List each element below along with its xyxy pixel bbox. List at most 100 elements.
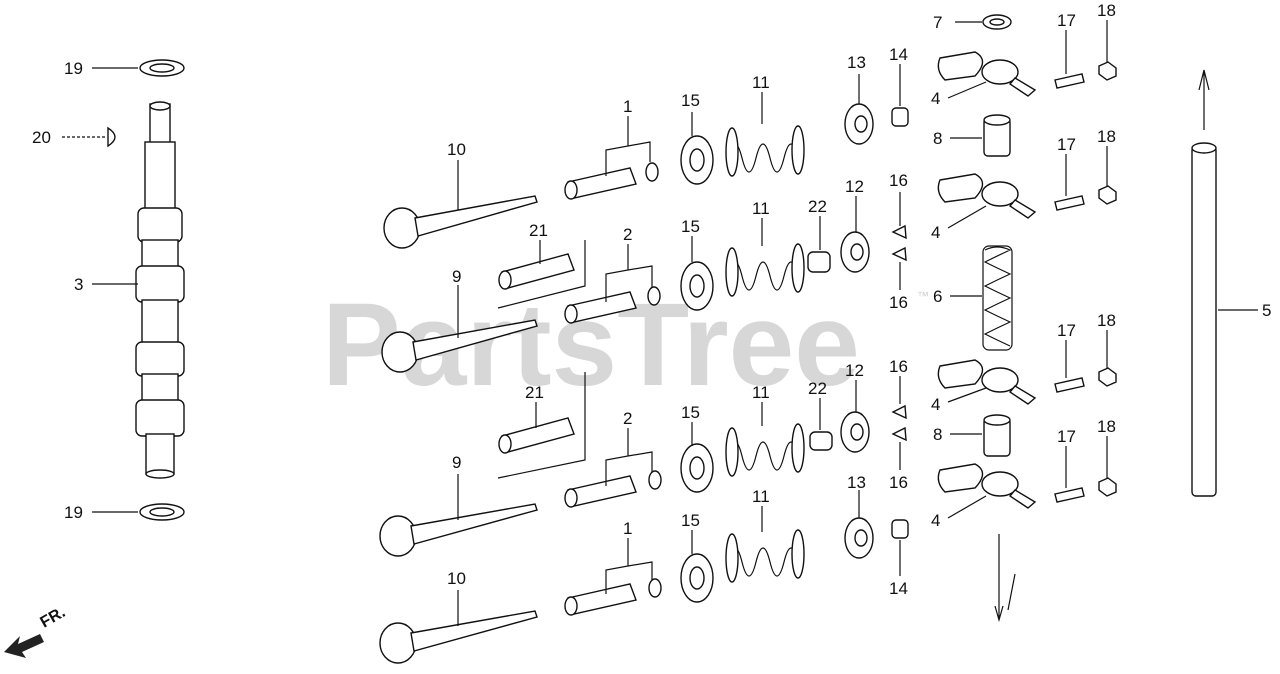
lock-nut-2[interactable] <box>1098 185 1117 205</box>
valve-rotator-lower[interactable] <box>809 431 833 451</box>
guide-sleeve-upper[interactable] <box>498 253 575 290</box>
callout-labels: 19 20 3 19 10 9 9 10 21 21 1 2 2 1 15 15… <box>32 1 1271 598</box>
valve-guide-2-upper[interactable] <box>564 286 661 324</box>
callout-17: 17 <box>1057 11 1076 30</box>
callout-18: 18 <box>1097 417 1116 436</box>
rocker-arm-1[interactable] <box>937 51 1037 97</box>
guide-sleeve-lower[interactable] <box>498 417 575 454</box>
callout-12: 12 <box>845 361 864 380</box>
spring-retainer-lower[interactable] <box>840 411 870 453</box>
callout-1: 1 <box>623 97 632 116</box>
callout-10: 10 <box>447 140 466 159</box>
valve-guide-1-bottom[interactable] <box>564 578 662 616</box>
callout-2: 2 <box>623 409 632 428</box>
callout-21: 21 <box>529 221 548 240</box>
callout-4: 4 <box>931 89 940 108</box>
adjusting-screw-3[interactable] <box>1054 377 1085 393</box>
camshaft-washer-bottom[interactable] <box>139 503 185 521</box>
cotter-set-upper[interactable] <box>891 224 907 262</box>
cap-14-top[interactable] <box>891 107 909 127</box>
collar-8-upper[interactable] <box>983 114 1011 157</box>
exhaust-valve-bottom[interactable] <box>379 610 538 664</box>
adjusting-screw-2[interactable] <box>1054 195 1085 211</box>
callout-8: 8 <box>933 425 942 444</box>
valve-spring-3[interactable] <box>725 423 805 477</box>
spring-seat-3[interactable] <box>680 443 714 493</box>
callout-16: 16 <box>889 293 908 312</box>
assembly-line-2 <box>497 372 586 479</box>
valve-guide-2-lower[interactable] <box>564 470 662 508</box>
valve-rotator-upper[interactable] <box>807 251 831 273</box>
rocker-axis-lines <box>994 534 1016 623</box>
callout-19: 19 <box>64 59 83 78</box>
callout-12: 12 <box>845 177 864 196</box>
front-label: FR. <box>38 604 69 632</box>
callout-6: 6 <box>933 287 942 306</box>
rocker-spring-6[interactable] <box>982 245 1013 351</box>
woodruff-key[interactable] <box>107 126 116 148</box>
rocker-shaft[interactable] <box>1191 142 1217 497</box>
intake-valve-upper[interactable] <box>381 319 538 373</box>
valve-spring-1[interactable] <box>725 125 805 177</box>
callout-15: 15 <box>681 403 700 422</box>
adjusting-screw-1[interactable] <box>1054 73 1085 89</box>
callout-9: 9 <box>452 453 461 472</box>
retainer-13-top[interactable] <box>844 103 874 145</box>
rocker-arm-4[interactable] <box>937 463 1037 509</box>
washer-7[interactable] <box>982 14 1012 30</box>
cotter-set-lower[interactable] <box>891 404 907 442</box>
callout-21: 21 <box>525 383 544 402</box>
rocker-arm-3[interactable] <box>937 359 1037 405</box>
callout-10: 10 <box>447 569 466 588</box>
lock-nut-3[interactable] <box>1098 367 1117 387</box>
callout-16: 16 <box>889 171 908 190</box>
callout-3: 3 <box>74 275 83 294</box>
watermark-trademark: ™ <box>917 289 929 303</box>
spring-retainer-upper[interactable] <box>840 231 870 273</box>
camshaft-washer-top[interactable] <box>139 59 185 77</box>
callout-4: 4 <box>931 395 940 414</box>
callout-15: 15 <box>681 511 700 530</box>
callout-15: 15 <box>681 91 700 110</box>
callout-15: 15 <box>681 217 700 236</box>
rocker-arm-2[interactable] <box>937 173 1037 219</box>
callout-4: 4 <box>931 223 940 242</box>
collar-8-lower[interactable] <box>983 414 1011 457</box>
callout-9: 9 <box>452 267 461 286</box>
callout-2: 2 <box>623 225 632 244</box>
valve-spring-2[interactable] <box>725 243 805 297</box>
callout-14: 14 <box>889 45 908 64</box>
callout-7: 7 <box>933 13 942 32</box>
exhaust-valve-top[interactable] <box>383 195 538 249</box>
callout-19: 19 <box>64 503 83 522</box>
callout-18: 18 <box>1097 311 1116 330</box>
callout-20: 20 <box>32 128 51 147</box>
valve-guide-1-top[interactable] <box>564 162 659 200</box>
lock-nut-4[interactable] <box>1098 477 1117 497</box>
front-arrow-icon <box>4 634 44 658</box>
callout-11: 11 <box>752 199 770 218</box>
callout-17: 17 <box>1057 427 1076 446</box>
callout-18: 18 <box>1097 127 1116 146</box>
callout-13: 13 <box>847 473 866 492</box>
spring-seat-1[interactable] <box>680 135 714 185</box>
camshaft[interactable] <box>135 101 185 479</box>
callout-1: 1 <box>623 519 632 538</box>
callout-22: 22 <box>808 379 827 398</box>
callout-11: 11 <box>752 73 770 92</box>
callout-16: 16 <box>889 473 908 492</box>
valve-spring-4[interactable] <box>725 529 805 583</box>
callout-16: 16 <box>889 357 908 376</box>
cap-14-bottom[interactable] <box>891 519 909 539</box>
callout-14: 14 <box>889 579 908 598</box>
intake-valve-lower[interactable] <box>379 503 538 557</box>
leader-lines <box>62 20 1258 626</box>
callout-4: 4 <box>931 511 940 530</box>
adjusting-screw-4[interactable] <box>1054 487 1085 503</box>
lock-nut-1[interactable] <box>1098 61 1117 81</box>
retainer-13-bottom[interactable] <box>844 517 874 559</box>
spring-seat-4[interactable] <box>680 553 714 603</box>
spring-seat-2[interactable] <box>680 261 714 311</box>
